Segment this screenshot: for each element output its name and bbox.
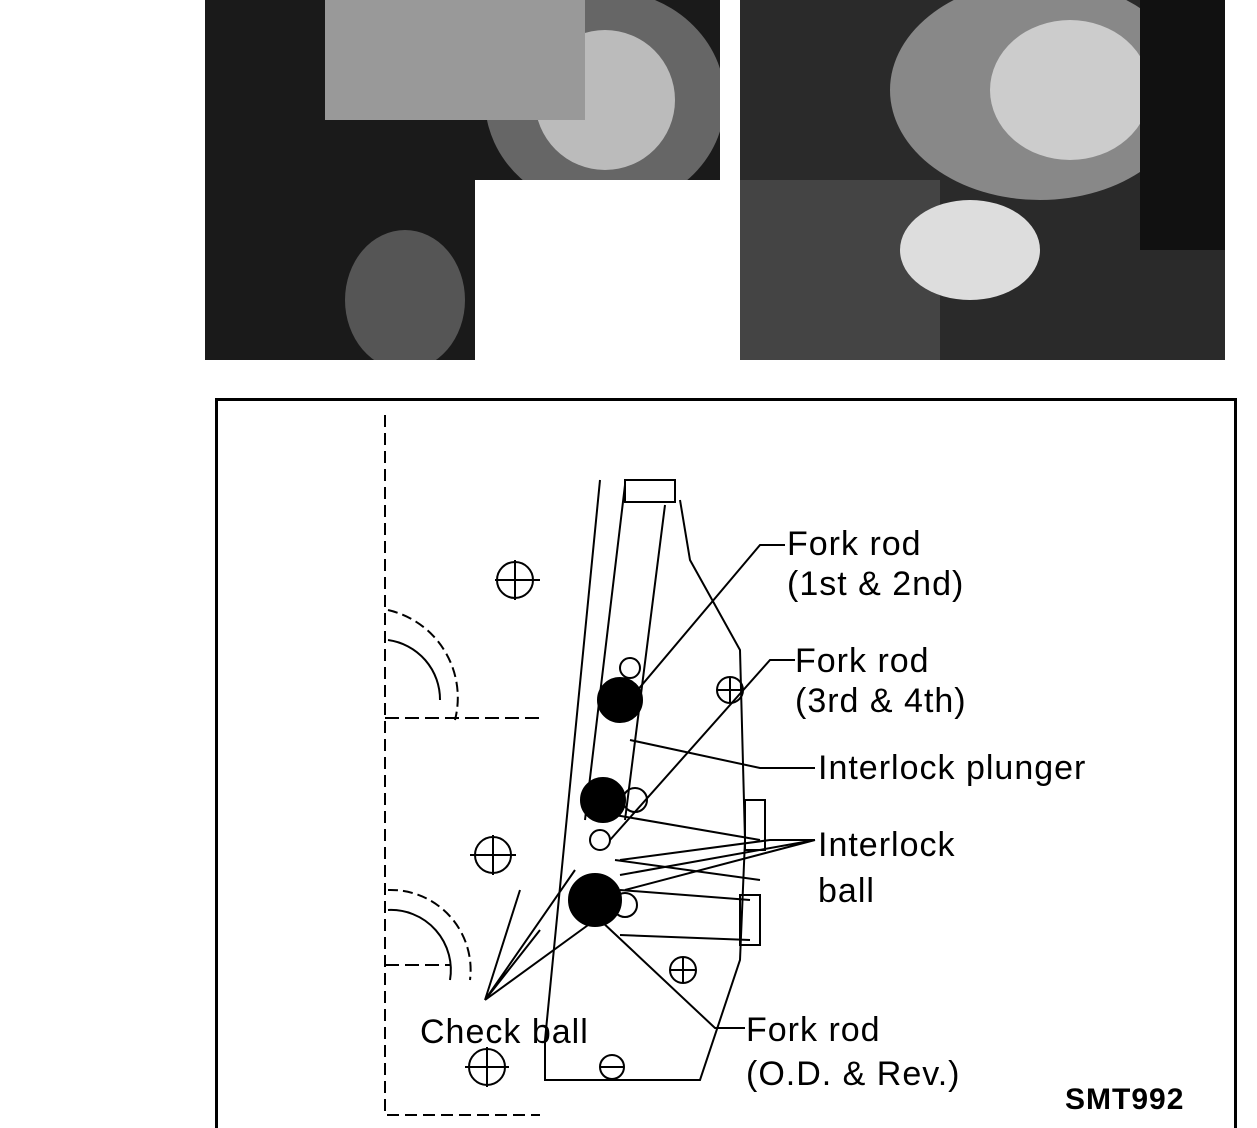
photo-left-art <box>205 0 720 360</box>
label-line: (3rd & 4th) <box>795 682 967 720</box>
label-line: ball <box>818 872 875 910</box>
photo-left <box>205 0 720 360</box>
label-line: Interlock <box>818 826 956 864</box>
label-fork-rod-1st-2nd: Fork rod (1st & 2nd) <box>787 524 964 604</box>
label-line: (O.D. & Rev.) <box>746 1055 961 1093</box>
photo-right <box>740 0 1225 360</box>
label-fork-rod-od-rev: Fork rod (O.D. & Rev.) <box>746 1008 961 1096</box>
label-check-ball: Check ball <box>420 1013 589 1051</box>
label-line: (1st & 2nd) <box>787 565 965 603</box>
label-line: Fork rod <box>746 1011 881 1049</box>
figure-code: SMT992 <box>1065 1083 1185 1116</box>
diagram-frame <box>215 398 1237 1128</box>
label-line: Fork rod <box>787 525 922 563</box>
label-interlock-ball: Interlock ball <box>818 822 956 914</box>
label-line: Fork rod <box>795 642 930 680</box>
label-interlock-plunger: Interlock plunger <box>818 749 1087 787</box>
bolt-symbols <box>465 560 744 1087</box>
label-fork-rod-3rd-4th: Fork rod (3rd & 4th) <box>795 641 967 721</box>
photo-right-art <box>740 0 1225 360</box>
